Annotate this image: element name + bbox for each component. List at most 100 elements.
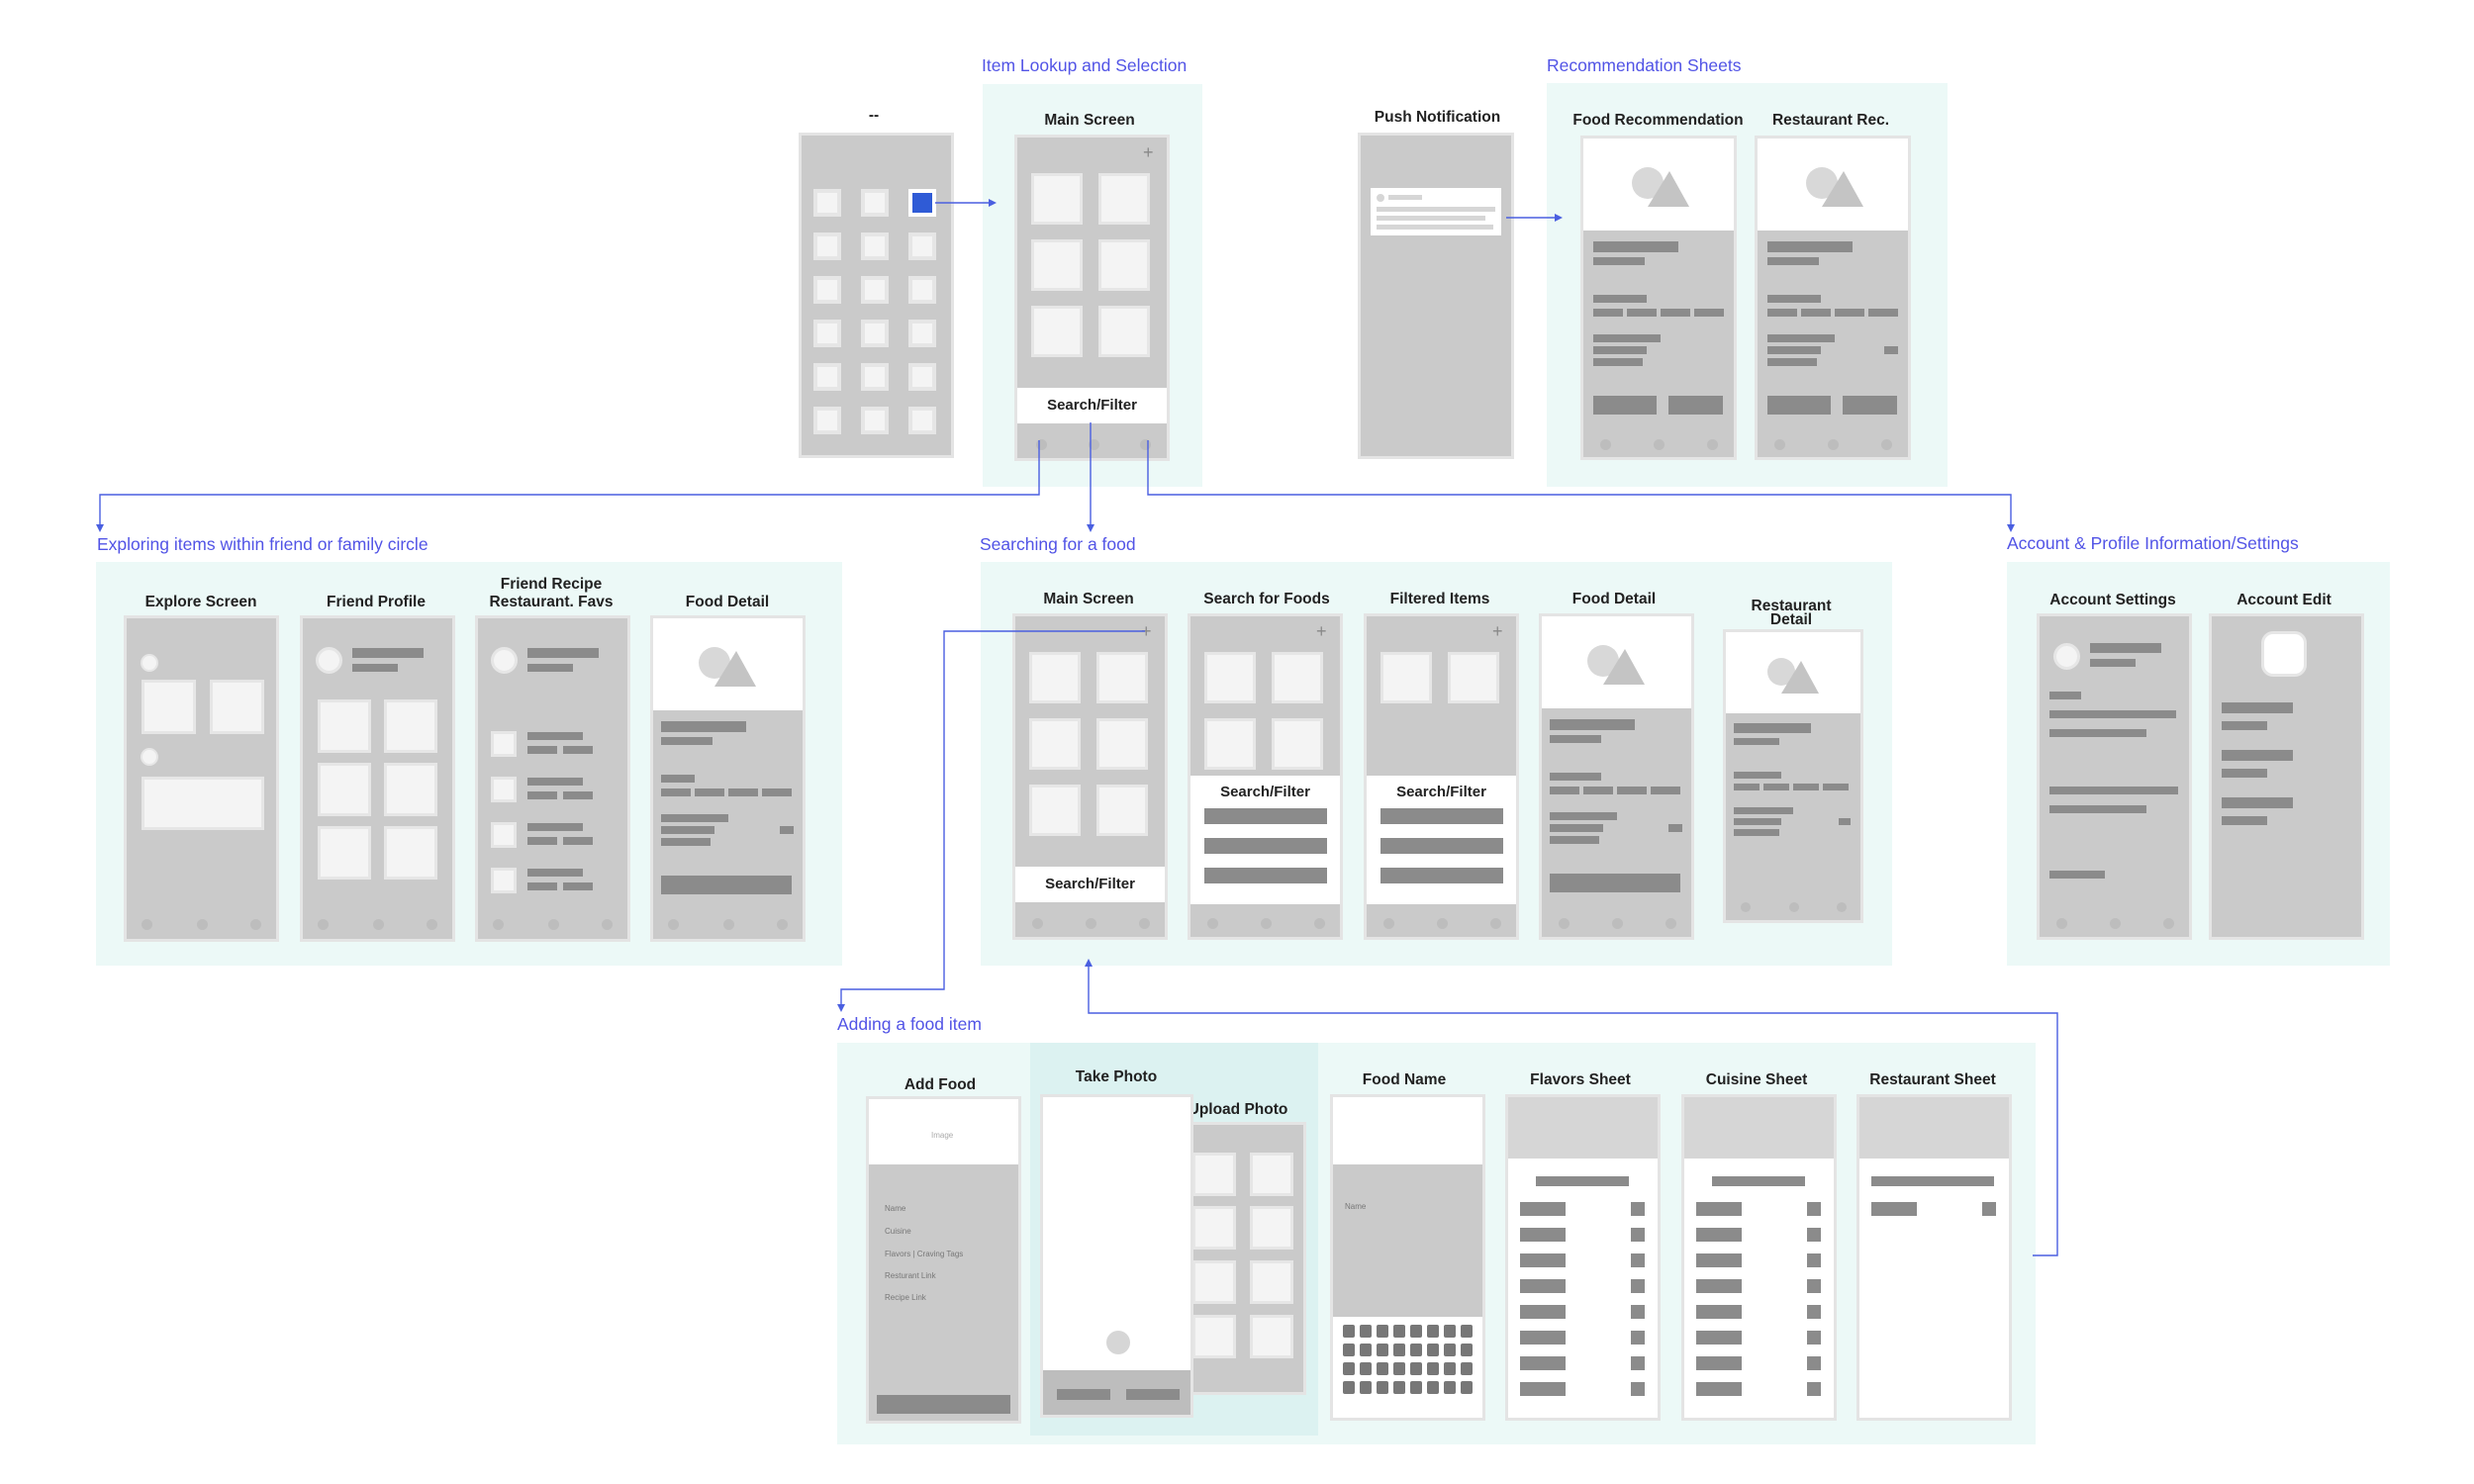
app-icon[interactable] xyxy=(861,276,889,304)
photo-tile[interactable] xyxy=(1250,1315,1293,1358)
nav-dot[interactable] xyxy=(548,919,559,930)
settings-line[interactable] xyxy=(2049,787,2178,794)
tile[interactable] xyxy=(1029,718,1081,770)
name-field[interactable]: Name xyxy=(1345,1202,1367,1211)
filter-option[interactable] xyxy=(1380,838,1503,854)
sheet-option-check[interactable] xyxy=(1807,1253,1821,1267)
tile[interactable] xyxy=(1098,306,1150,357)
tile[interactable] xyxy=(1448,652,1499,703)
app-icon[interactable] xyxy=(813,363,841,391)
sheet-option-label[interactable] xyxy=(1520,1356,1566,1370)
keyboard-key[interactable] xyxy=(1427,1344,1439,1356)
sheet-option-label[interactable] xyxy=(1871,1202,1917,1216)
name-field[interactable]: Name xyxy=(885,1204,906,1213)
app-icon[interactable] xyxy=(813,276,841,304)
keyboard-key[interactable] xyxy=(1393,1381,1405,1394)
field-value[interactable] xyxy=(2222,769,2267,778)
nav-dot[interactable] xyxy=(1837,902,1847,912)
settings-line[interactable] xyxy=(2049,729,2146,737)
sheet-option-check[interactable] xyxy=(1807,1228,1821,1242)
sheet-option-check[interactable] xyxy=(1631,1253,1645,1267)
keyboard-key[interactable] xyxy=(1410,1381,1422,1394)
avatar-edit[interactable] xyxy=(2261,631,2307,677)
action-button[interactable] xyxy=(1767,396,1831,415)
nav-dot[interactable] xyxy=(2110,918,2121,929)
keyboard-key[interactable] xyxy=(1360,1344,1372,1356)
sheet-option-check[interactable] xyxy=(1982,1202,1996,1216)
nav-dot[interactable] xyxy=(723,919,734,930)
nav-dot[interactable] xyxy=(1881,439,1892,450)
action-button[interactable] xyxy=(1593,396,1657,415)
keyboard-key[interactable] xyxy=(1360,1362,1372,1375)
keyboard-key[interactable] xyxy=(1461,1325,1473,1338)
sheet-option-label[interactable] xyxy=(1520,1253,1566,1267)
settings-line[interactable] xyxy=(2049,871,2105,879)
keyboard-key[interactable] xyxy=(1427,1362,1439,1375)
add-icon[interactable]: + xyxy=(1143,142,1154,162)
nav-dot[interactable] xyxy=(1036,439,1047,450)
add-icon[interactable]: + xyxy=(1316,621,1327,641)
tile[interactable] xyxy=(1272,718,1323,770)
sheet-option-check[interactable] xyxy=(1807,1356,1821,1370)
filter-option[interactable] xyxy=(1204,808,1327,824)
tile[interactable] xyxy=(1096,718,1148,770)
keyboard-key[interactable] xyxy=(1343,1325,1355,1338)
nav-dot[interactable] xyxy=(1437,918,1448,929)
tile[interactable] xyxy=(1380,652,1432,703)
sheet-option-label[interactable] xyxy=(1520,1228,1566,1242)
wide-tile[interactable] xyxy=(142,777,264,830)
app-icon[interactable] xyxy=(908,320,936,347)
keyboard-key[interactable] xyxy=(1461,1381,1473,1394)
photo-tile[interactable] xyxy=(1250,1206,1293,1250)
primary-button[interactable] xyxy=(661,876,792,894)
nav-dot[interactable] xyxy=(1383,918,1394,929)
nav-dot[interactable] xyxy=(1261,918,1272,929)
sheet-option-label[interactable] xyxy=(1696,1202,1742,1216)
keyboard-key[interactable] xyxy=(1377,1362,1388,1375)
keyboard-key[interactable] xyxy=(1461,1362,1473,1375)
keyboard-key[interactable] xyxy=(1377,1325,1388,1338)
sheet-option-check[interactable] xyxy=(1631,1331,1645,1345)
keyboard-key[interactable] xyxy=(1393,1344,1405,1356)
tile[interactable] xyxy=(384,763,437,816)
keyboard-key[interactable] xyxy=(1410,1325,1422,1338)
notification-card[interactable] xyxy=(1371,188,1501,235)
flavors-field[interactable]: Flavors | Craving Tags xyxy=(885,1250,964,1258)
tile[interactable] xyxy=(1029,785,1081,836)
photo-tile[interactable] xyxy=(1192,1260,1236,1304)
filter-option[interactable] xyxy=(1380,868,1503,883)
sheet-option-label[interactable] xyxy=(1520,1279,1566,1293)
keyboard-key[interactable] xyxy=(1410,1344,1422,1356)
nav-dot[interactable] xyxy=(1600,439,1611,450)
avatar[interactable] xyxy=(141,748,158,766)
nav-dot[interactable] xyxy=(1086,918,1096,929)
settings-line[interactable] xyxy=(2049,805,2146,813)
nav-dot[interactable] xyxy=(668,919,679,930)
settings-line[interactable] xyxy=(2049,710,2176,718)
sheet-option-check[interactable] xyxy=(1631,1202,1645,1216)
tile[interactable] xyxy=(210,680,264,734)
app-icon[interactable] xyxy=(861,189,889,217)
nav-dot[interactable] xyxy=(1612,918,1623,929)
app-icon[interactable] xyxy=(908,363,936,391)
sheet-option-label[interactable] xyxy=(1520,1305,1566,1319)
nav-dot[interactable] xyxy=(777,919,788,930)
settings-line[interactable] xyxy=(2049,692,2081,699)
tile[interactable] xyxy=(1031,306,1083,357)
toolbar-button[interactable] xyxy=(1126,1389,1180,1400)
tile[interactable] xyxy=(318,699,371,753)
app-icon[interactable] xyxy=(908,276,936,304)
app-icon[interactable] xyxy=(861,320,889,347)
keyboard-key[interactable] xyxy=(1410,1362,1422,1375)
field-value[interactable] xyxy=(2222,721,2267,730)
nav-dot[interactable] xyxy=(602,919,613,930)
search-filter-bar[interactable]: Search/Filter xyxy=(1396,784,1486,800)
app-icon[interactable] xyxy=(861,232,889,260)
tile[interactable] xyxy=(1204,652,1256,703)
keyboard-key[interactable] xyxy=(1393,1362,1405,1375)
sheet-option-label[interactable] xyxy=(1696,1382,1742,1396)
sheet-option-check[interactable] xyxy=(1631,1382,1645,1396)
sheet-option-check[interactable] xyxy=(1807,1202,1821,1216)
keyboard-key[interactable] xyxy=(1343,1362,1355,1375)
nav-dot[interactable] xyxy=(2056,918,2067,929)
